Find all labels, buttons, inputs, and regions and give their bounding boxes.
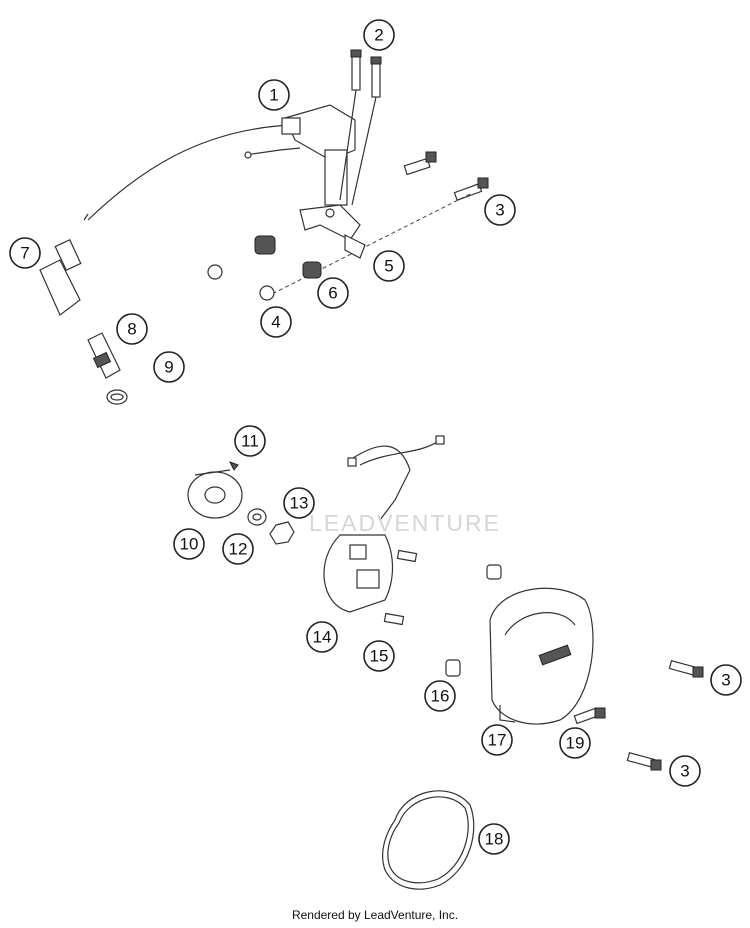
- render-credit: Rendered by LeadVenture, Inc.: [291, 908, 459, 922]
- callout-16[interactable]: 16: [424, 680, 456, 712]
- svg-text:12: 12: [229, 540, 248, 559]
- svg-text:2: 2: [374, 26, 383, 45]
- svg-text:15: 15: [370, 647, 389, 666]
- callout-7[interactable]: 7: [9, 237, 41, 269]
- svg-text:3: 3: [495, 201, 504, 220]
- svg-text:17: 17: [488, 731, 507, 750]
- callout-3-right[interactable]: 3: [710, 664, 742, 696]
- callout-11[interactable]: 11: [234, 425, 266, 457]
- callout-1[interactable]: 1: [258, 79, 290, 111]
- callout-13[interactable]: 13: [283, 487, 315, 519]
- callout-2[interactable]: 2: [363, 19, 395, 51]
- callout-12[interactable]: 12: [222, 533, 254, 565]
- svg-text:1: 1: [269, 86, 278, 105]
- svg-text:18: 18: [485, 830, 504, 849]
- callout-15[interactable]: 15: [363, 640, 395, 672]
- svg-text:7: 7: [20, 244, 29, 263]
- svg-text:14: 14: [313, 628, 332, 647]
- callout-9[interactable]: 9: [153, 351, 185, 383]
- leadventure-watermark: LEADVENTURE: [309, 510, 501, 536]
- callout-5[interactable]: 5: [373, 250, 405, 282]
- svg-text:5: 5: [384, 257, 393, 276]
- ignition-coil-assembly: [83, 49, 489, 301]
- ignition-cover-assembly: [445, 564, 704, 771]
- callout-4[interactable]: 4: [260, 306, 292, 338]
- spark-plug-assembly: [39, 239, 128, 405]
- svg-text:4: 4: [271, 313, 280, 332]
- callout-10[interactable]: 10: [173, 528, 205, 560]
- svg-text:11: 11: [241, 432, 259, 451]
- callout-17[interactable]: 17: [481, 724, 513, 756]
- svg-text:16: 16: [431, 687, 450, 706]
- callout-3-upper[interactable]: 3: [484, 194, 516, 226]
- callout-6[interactable]: 6: [317, 277, 349, 309]
- svg-text:3: 3: [721, 671, 730, 690]
- stator-assembly: [323, 435, 445, 626]
- callout-19[interactable]: 19: [559, 727, 591, 759]
- svg-text:10: 10: [180, 535, 199, 554]
- svg-text:8: 8: [127, 320, 136, 339]
- svg-text:13: 13: [290, 494, 309, 513]
- callout-8[interactable]: 8: [116, 313, 148, 345]
- svg-text:3: 3: [680, 762, 689, 781]
- flywheel-assembly: [187, 461, 295, 545]
- svg-text:6: 6: [328, 284, 337, 303]
- callout-14[interactable]: 14: [306, 621, 338, 653]
- svg-text:19: 19: [566, 734, 585, 753]
- callout-3-lower[interactable]: 3: [669, 755, 701, 787]
- svg-text:9: 9: [164, 358, 173, 377]
- callout-18[interactable]: 18: [478, 823, 510, 855]
- gasket-18: [382, 790, 475, 890]
